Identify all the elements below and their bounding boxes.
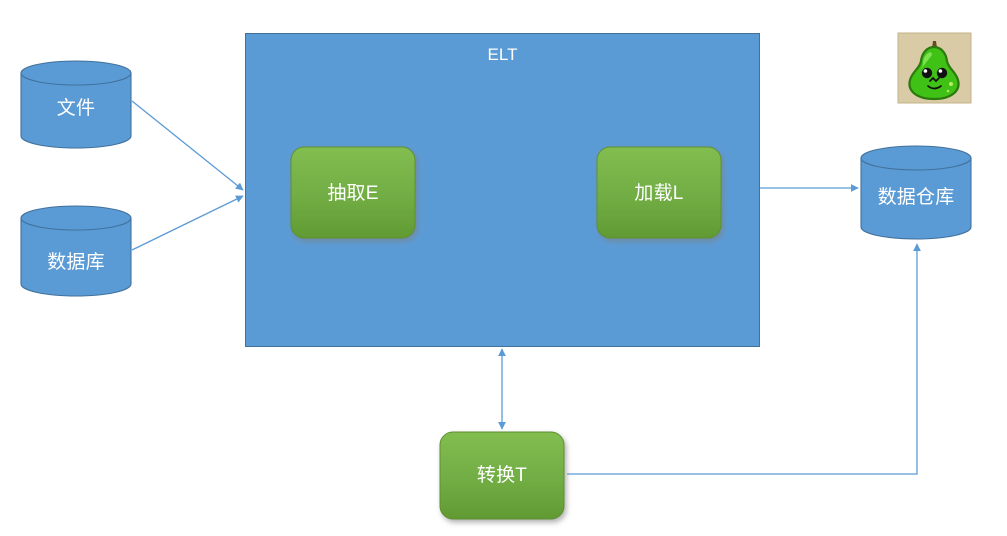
cylinder-file[interactable]	[20, 60, 132, 149]
elt-container-title: ELT	[487, 45, 518, 64]
process-box-extract[interactable]	[290, 146, 416, 239]
process-box-load[interactable]	[596, 146, 722, 239]
connector-database-to-elt	[131, 195, 244, 251]
cylinder-warehouse[interactable]	[860, 145, 972, 240]
process-box-transform[interactable]	[439, 431, 565, 520]
pear-avatar-icon	[897, 32, 972, 104]
cylinder-database[interactable]	[20, 205, 132, 297]
connector-file-to-elt	[131, 100, 244, 191]
connector-warehouse-to-transform	[567, 243, 921, 475]
